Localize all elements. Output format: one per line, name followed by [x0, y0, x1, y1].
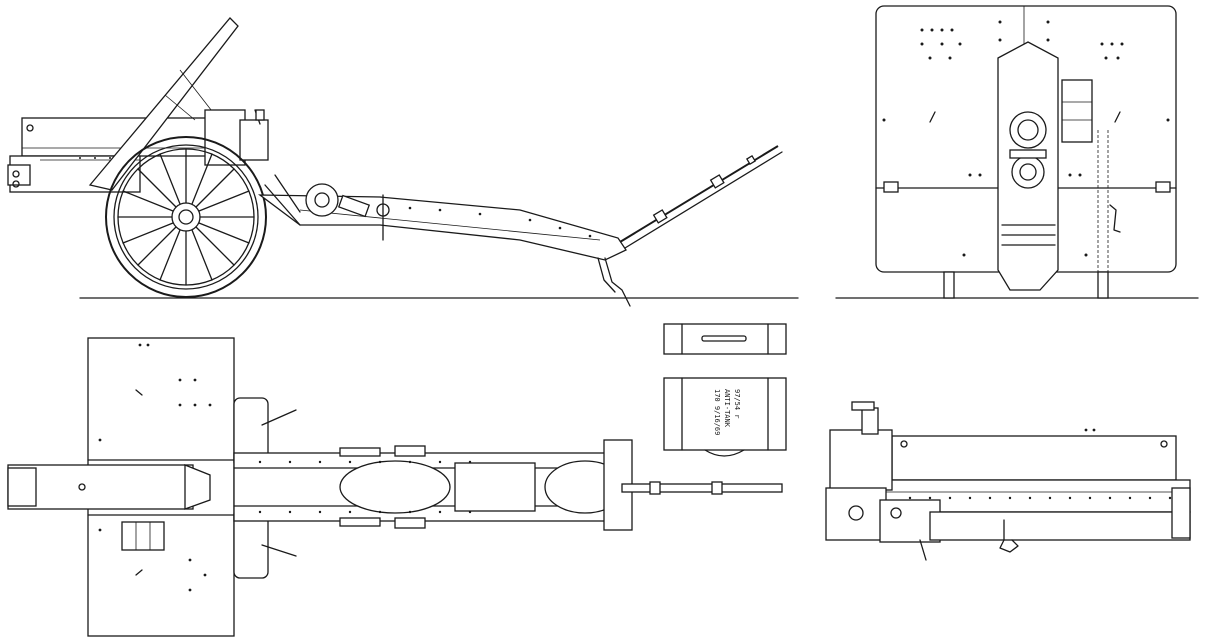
barrel-detail-rivets	[908, 428, 1172, 500]
crate-small	[663, 323, 787, 355]
front-barrel-column	[997, 41, 1059, 291]
front-view	[835, 5, 1199, 299]
crate-marking-1: 97/54 r	[733, 389, 741, 419]
top-view	[7, 337, 783, 637]
side-view	[7, 17, 799, 307]
top-towbar	[621, 481, 783, 495]
top-rivets	[98, 343, 472, 592]
side-rivets	[79, 157, 592, 238]
top-barrel	[7, 464, 211, 510]
side-towbar	[619, 145, 783, 249]
crate-large: 97/54 r ANTI-TANK 170 9/16/69	[663, 377, 787, 457]
top-trail	[233, 439, 633, 531]
crate-marking-3: 170 9/16/69	[713, 389, 721, 435]
side-wheel	[105, 136, 267, 298]
side-trail	[258, 174, 631, 307]
top-sight-window	[121, 521, 165, 551]
front-rivets	[882, 20, 1170, 257]
front-sight-box	[1061, 79, 1093, 143]
barrel-detail-view	[825, 401, 1191, 561]
side-shield	[88, 17, 269, 191]
ammo-crates: 97/54 r ANTI-TANK 170 9/16/69	[663, 323, 787, 457]
crate-marking-2: ANTI-TANK	[723, 389, 731, 428]
